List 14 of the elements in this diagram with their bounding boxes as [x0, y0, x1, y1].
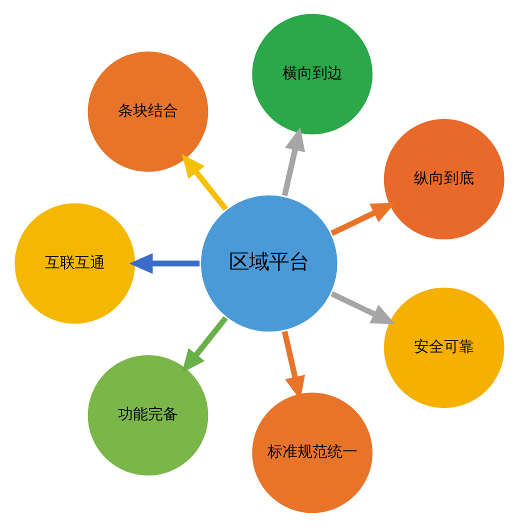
node-circle: 标准规范统一 — [249, 390, 374, 516]
node-circle: 纵向到底 — [381, 116, 506, 242]
node-circle: 功能完备 — [85, 352, 210, 478]
arrow — [281, 127, 305, 196]
arrow — [128, 253, 200, 274]
node-circle: 安全可靠 — [381, 285, 506, 410]
arrow — [330, 202, 395, 236]
node-circle: 条块结合 — [85, 49, 210, 174]
node-circle: 横向到边 — [249, 12, 374, 137]
arrow — [181, 154, 228, 211]
arrow — [330, 291, 395, 324]
arrow — [181, 316, 228, 373]
node-circle: 互联互通 — [12, 201, 137, 326]
node-circle: 区域平台 — [198, 193, 340, 334]
